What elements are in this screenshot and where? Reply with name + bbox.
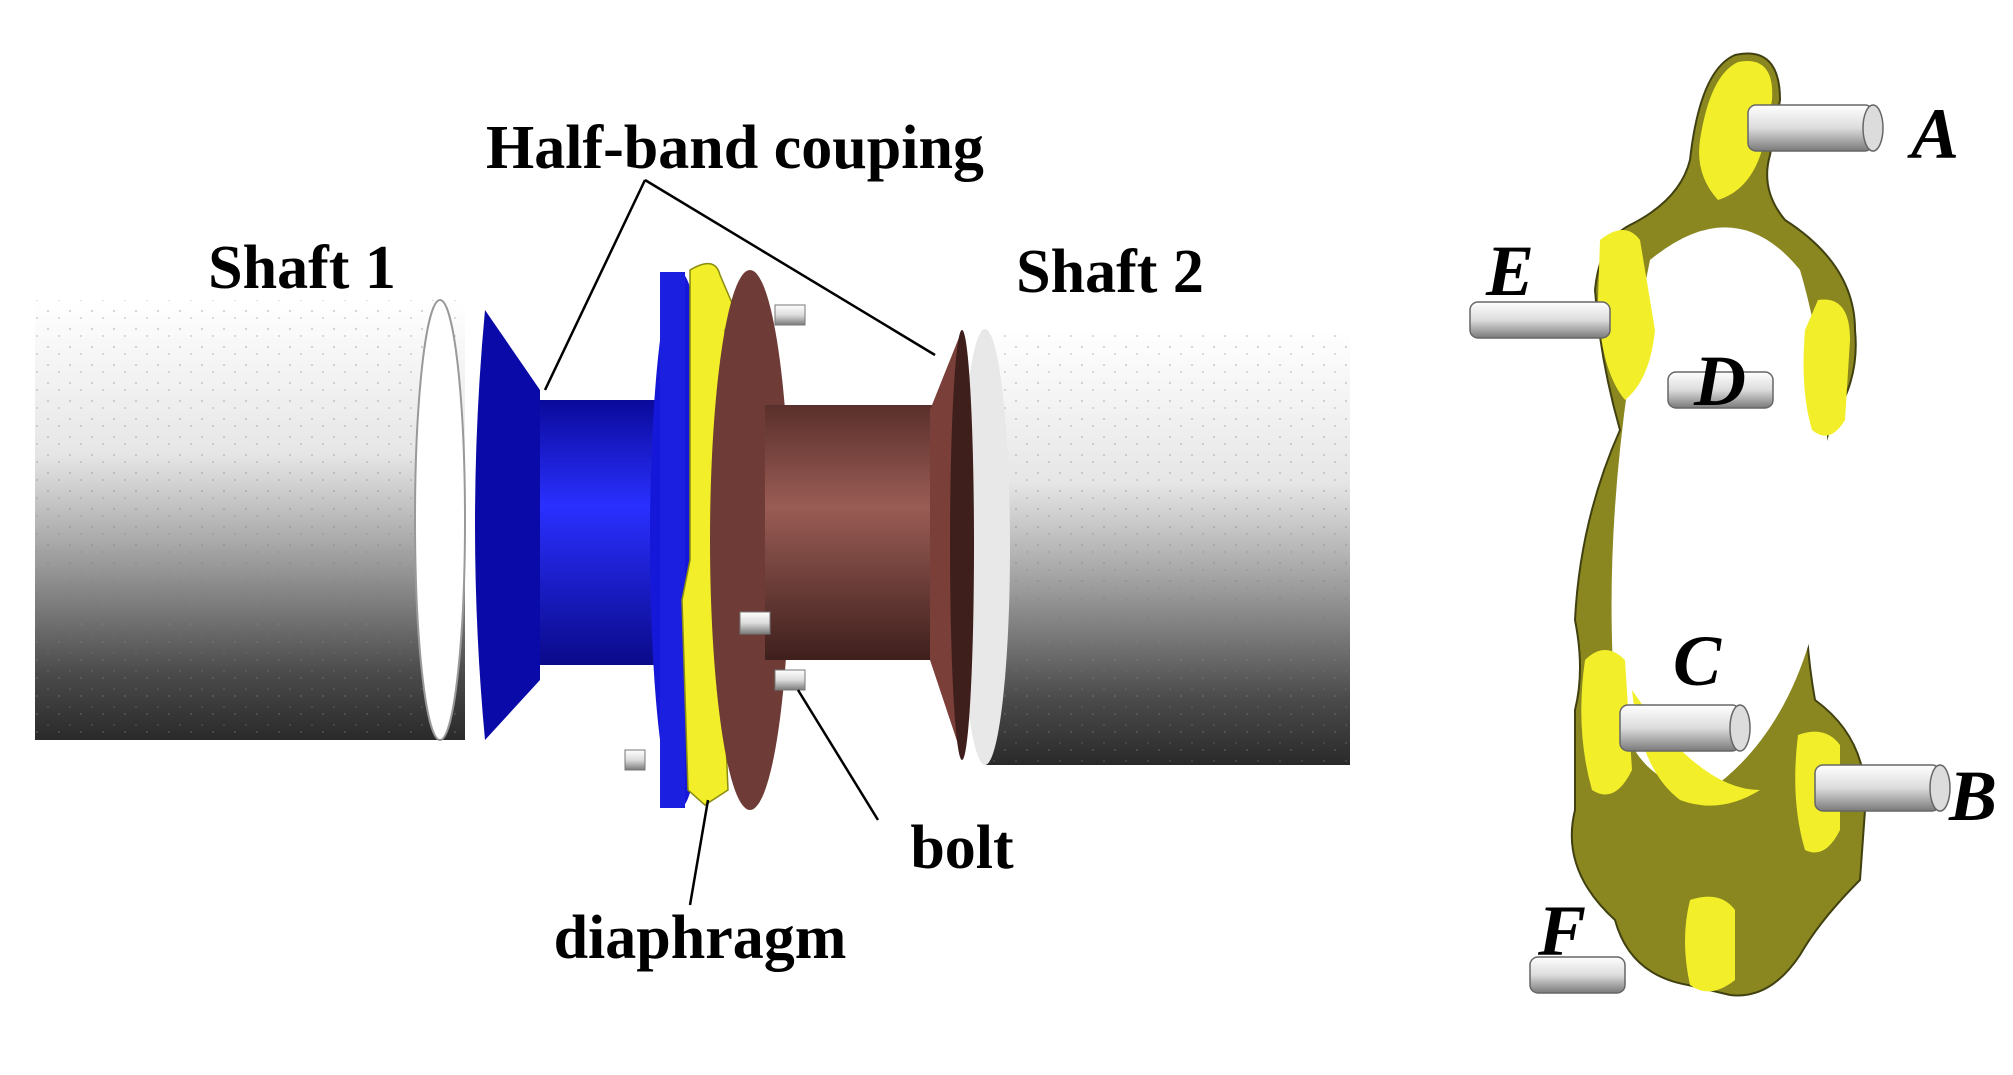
half-band-coupling-label: Half-band couping (486, 114, 984, 182)
bolts-assembly (624, 304, 806, 771)
shaft-2 (960, 329, 1350, 765)
diaphragm-detail (1570, 52, 1867, 997)
point-e-label: E (1485, 231, 1534, 311)
left-half-band-coupling (475, 272, 710, 808)
right-half-band-coupling (710, 270, 974, 810)
point-a-label: A (1907, 94, 1959, 174)
bolts-detail (1469, 104, 1951, 994)
leader-lines (543, 178, 936, 906)
shaft-1 (35, 299, 466, 741)
shaft-2-label: Shaft 2 (1016, 238, 1204, 306)
point-d-label: D (1693, 341, 1746, 421)
point-f-label: F (1537, 891, 1586, 971)
bolt-label: bolt (910, 814, 1014, 882)
point-c-label: C (1673, 621, 1722, 701)
point-b-label: B (1948, 756, 1997, 836)
shaft-1-label: Shaft 1 (208, 234, 396, 302)
diaphragm-label: diaphragm (554, 904, 847, 972)
